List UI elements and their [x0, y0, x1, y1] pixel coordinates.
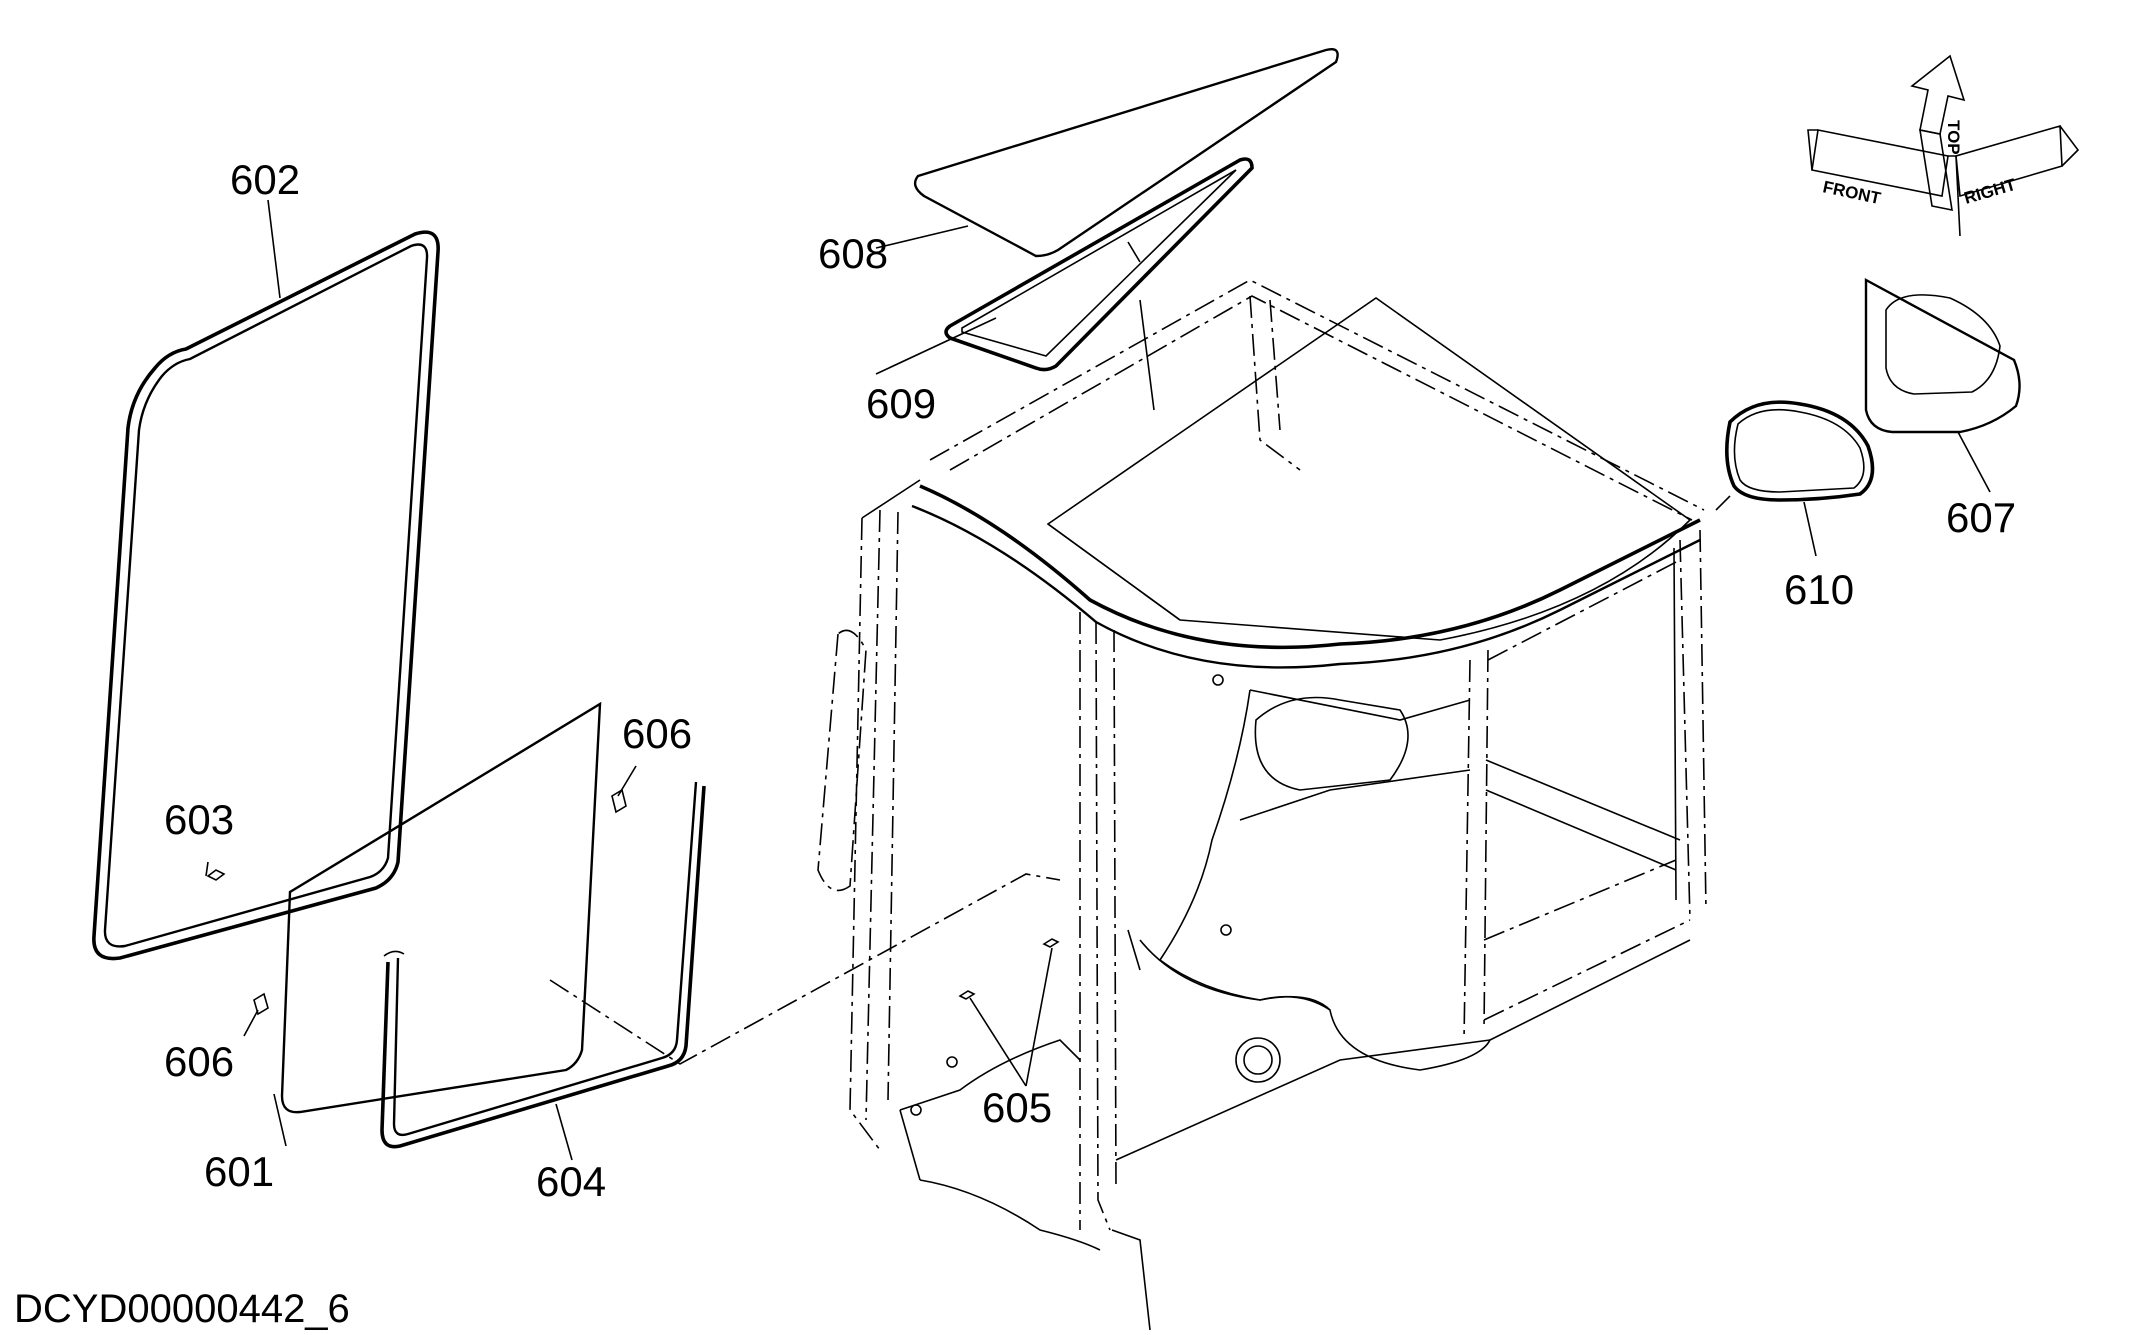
callout-601: 601 [204, 1148, 274, 1195]
assembly-lines [549, 495, 1731, 1065]
part-610-mirror[interactable] [1725, 400, 1875, 502]
part-608-roof-glass[interactable] [913, 48, 1339, 258]
orientation-indicator: FRONT TOP RIGHT [1807, 54, 2080, 237]
part-604-lower-seal[interactable] [380, 781, 706, 1149]
callout-610: 610 [1784, 566, 1854, 613]
cab-frame [817, 279, 1707, 1331]
callout-609: 609 [866, 380, 936, 427]
callout-606-lower: 606 [164, 1038, 234, 1085]
callout-605: 605 [982, 1084, 1052, 1131]
callout-606-upper: 606 [622, 710, 692, 757]
callout-607: 607 [1946, 494, 2016, 541]
part-602-window-seal[interactable] [92, 230, 440, 961]
part-609-roof-seal[interactable] [944, 157, 1254, 372]
orientation-top-label: TOP [1944, 120, 1963, 155]
part-607-cover[interactable] [1864, 277, 2021, 434]
part-606-pad-lower[interactable] [253, 992, 269, 1016]
callout-608: 608 [818, 230, 888, 277]
callout-604: 604 [536, 1158, 606, 1205]
part-605-block-b[interactable] [1042, 938, 1060, 948]
part-606-pad-upper[interactable] [611, 788, 627, 814]
part-605-block-a[interactable] [958, 990, 976, 1000]
callout-603: 603 [164, 796, 234, 843]
orientation-right-label: RIGHT [1962, 175, 2019, 208]
part-603-clip[interactable] [206, 869, 226, 881]
leader-lines [205, 199, 1991, 1161]
drawing-code: DCYD00000442_6 [14, 1287, 350, 1331]
callout-602: 602 [230, 156, 300, 203]
part-601-door-glass[interactable] [280, 701, 602, 1114]
